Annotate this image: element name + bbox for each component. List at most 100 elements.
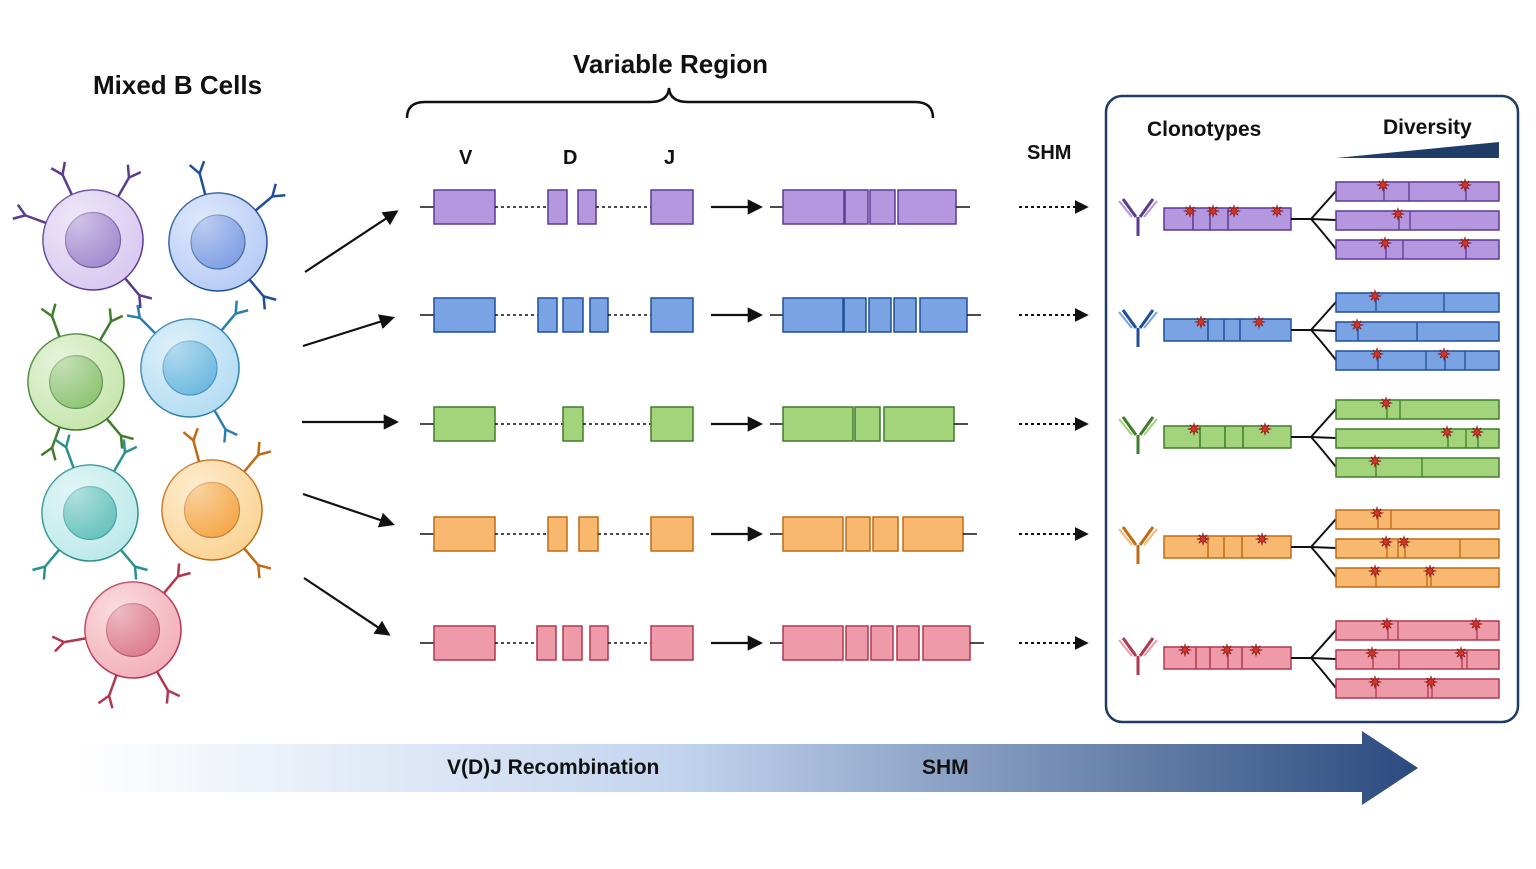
recombined-segment — [782, 406, 854, 442]
gene-row — [302, 297, 1089, 348]
antibody-arm — [223, 429, 227, 443]
cell-shine — [162, 460, 262, 560]
mutation-star-icon — [1369, 505, 1385, 521]
antibody-arm — [138, 293, 153, 300]
subclone-bar — [1335, 239, 1500, 260]
j-segment — [650, 297, 694, 333]
antibody-icon — [155, 670, 181, 704]
v-segment — [433, 189, 496, 225]
recombined-segment — [883, 406, 955, 442]
antibody-stem — [192, 440, 201, 463]
antibody-arm — [128, 171, 142, 179]
clonotype-group — [1118, 505, 1500, 588]
antibody-stem — [64, 446, 75, 469]
antibody-arm — [235, 309, 249, 315]
clonotypes-header: Clonotypes — [1147, 118, 1262, 141]
d-segment — [577, 189, 597, 225]
antibody-arm — [1138, 309, 1155, 329]
antibody-icon — [105, 417, 134, 449]
recombined-segment — [872, 516, 899, 552]
j-segment — [650, 406, 694, 442]
mutation-star-icon — [1269, 203, 1285, 219]
antibody-icon — [40, 303, 61, 338]
antibody-arm — [257, 565, 261, 579]
d-segment — [536, 625, 557, 661]
d-segment — [562, 297, 584, 333]
antibody-arm-light — [1118, 200, 1133, 218]
branch-lines — [1291, 301, 1337, 361]
antibody-arm — [50, 303, 57, 317]
clonotype-group — [1118, 288, 1500, 371]
cell-shine — [141, 319, 239, 417]
mutation-star-icon — [1367, 674, 1383, 690]
antibody-arm-light — [1143, 418, 1158, 436]
antibody-arm-light — [1143, 639, 1158, 657]
antibody-arm — [61, 161, 67, 175]
antibody-arm — [192, 427, 199, 441]
mutation-star-icon — [1378, 534, 1394, 550]
antibody-arm — [138, 295, 142, 309]
antibody-stem — [98, 320, 113, 342]
antibody-icon — [126, 304, 157, 335]
antibody-arm — [176, 563, 181, 577]
j-segment — [650, 189, 694, 225]
mutation-star-icon — [1377, 235, 1393, 251]
clonotype-bar — [1163, 425, 1292, 449]
d-segment — [547, 516, 568, 552]
antibody-arm-light — [1118, 528, 1133, 546]
antibody-arm — [1138, 416, 1155, 436]
mutation-star-icon — [1226, 203, 1242, 219]
mutation-star-icon — [1248, 642, 1264, 658]
mutation-star-icon — [1367, 453, 1383, 469]
cell-shine — [28, 334, 124, 430]
antibody-icon — [32, 548, 61, 580]
antibody-stem — [220, 312, 237, 332]
antibody-arm — [50, 447, 57, 461]
b-cell-icon — [51, 563, 191, 709]
antibody-stem — [213, 409, 227, 431]
antibody-icon — [51, 635, 86, 653]
antibody-arm — [51, 635, 65, 644]
antibody-arm — [54, 438, 67, 449]
antibody-stem — [119, 548, 136, 568]
antibody-stem — [138, 316, 157, 335]
process-arrow — [72, 731, 1418, 805]
antibody-stem — [155, 670, 170, 692]
antibody-arm — [1121, 416, 1138, 436]
d-segment — [537, 297, 558, 333]
v-segment — [433, 406, 496, 442]
antibody-icon — [213, 409, 238, 443]
antibody-icon — [98, 308, 124, 342]
antibody-stem — [254, 195, 274, 212]
antibody-arm — [122, 439, 127, 453]
mutation-star-icon — [1257, 421, 1273, 437]
diversity-wedge — [1336, 142, 1499, 158]
antibody-stem — [61, 174, 74, 196]
recombined-segment — [922, 625, 971, 661]
right-arrow-icon — [302, 314, 395, 348]
antibody-stem — [50, 426, 61, 449]
j-segment — [650, 516, 694, 552]
antibody-icon — [254, 183, 286, 212]
antibody-arm — [126, 314, 141, 320]
antibody-icon — [248, 278, 277, 310]
cell-shine — [43, 190, 143, 290]
recombined-segment — [870, 625, 894, 661]
clonotype-group — [1118, 177, 1500, 260]
antibody-icon — [243, 547, 272, 579]
antibody-arm-light — [1118, 418, 1133, 436]
mutation-star-icon — [1177, 642, 1193, 658]
recombined-segment — [843, 297, 867, 333]
antibody-arm-light — [1143, 528, 1158, 546]
d-segment — [562, 406, 584, 442]
mutation-star-icon — [1254, 531, 1270, 547]
antibody-arm — [177, 571, 191, 578]
antibody-stem — [107, 674, 118, 697]
d-segment-label: D — [563, 147, 578, 169]
cell-shine — [85, 582, 181, 678]
subclone-bar — [1335, 538, 1500, 559]
clonotype-bar — [1163, 318, 1292, 342]
antibody-icon — [1118, 526, 1158, 564]
